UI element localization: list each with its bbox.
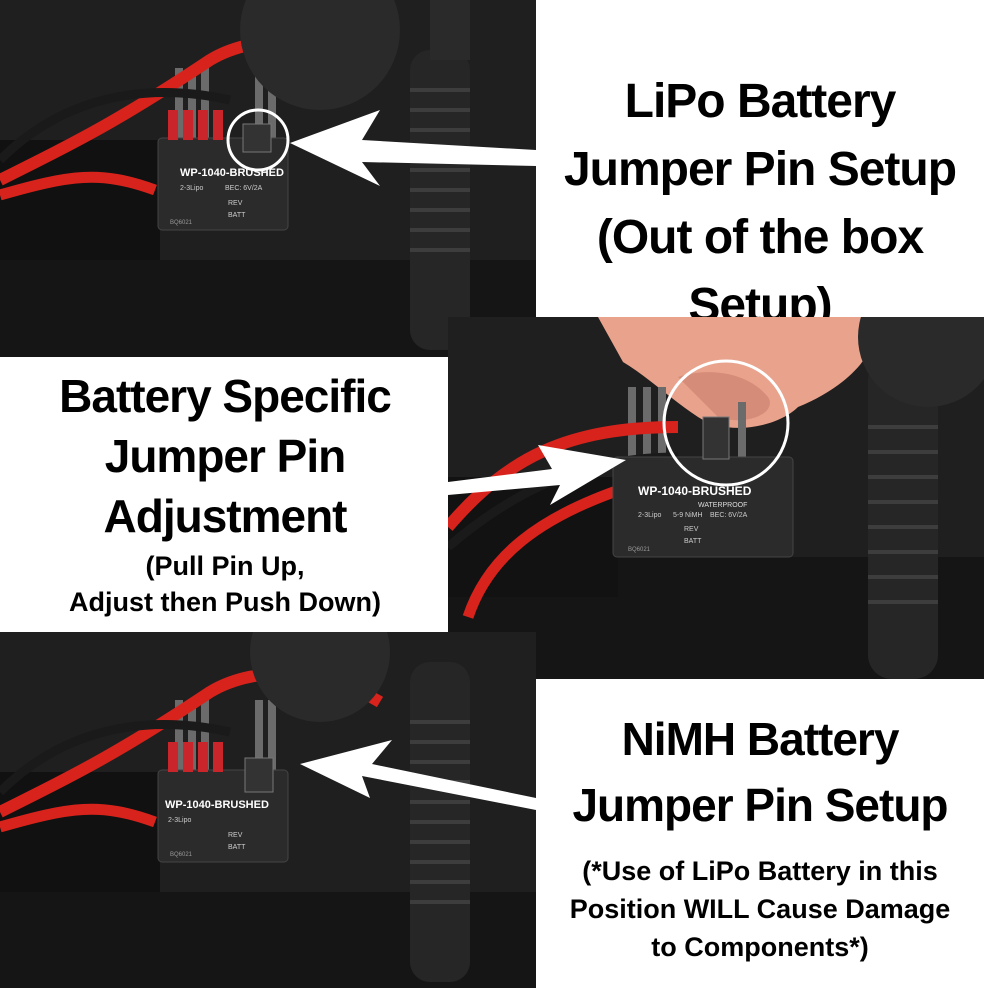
svg-text:REV: REV	[228, 832, 243, 839]
top-photo: WP-1040-BRUSHED 2-3Lipo BEC: 6V/2A REV B…	[0, 0, 536, 357]
svg-text:BQ6021: BQ6021	[628, 547, 651, 553]
lipo-warning-line-3: to Components*)	[651, 932, 869, 962]
arrow-icon	[300, 740, 536, 810]
adjustment-heading-line-3: Adjustment	[103, 490, 348, 542]
lipo-warning-line-2: Position WILL Cause Damage	[569, 894, 951, 924]
svg-text:BATT: BATT	[684, 538, 702, 545]
jumper-highlight-circle	[226, 108, 290, 172]
svg-text:REV: REV	[228, 200, 243, 207]
svg-text:5-9 NiMH: 5-9 NiMH	[673, 512, 703, 519]
lipo-setup-heading: LiPo Battery Jumper Pin Setup (Out of th…	[540, 68, 980, 340]
svg-text:BQ6021: BQ6021	[170, 852, 193, 858]
nimh-heading-line-1: NiMH Battery	[621, 713, 900, 765]
svg-text:BEC: 6V/2A: BEC: 6V/2A	[225, 185, 263, 192]
adjustment-heading: Battery Specific Jumper Pin Adjustment	[40, 366, 410, 546]
nimh-setup-heading: NiMH Battery Jumper Pin Setup	[540, 706, 980, 838]
nimh-heading-line-2: Jumper Pin Setup	[572, 779, 948, 831]
adjustment-instructions: (Pull Pin Up, Adjust then Push Down)	[40, 548, 410, 620]
lipo-heading-line-1: LiPo Battery	[624, 75, 897, 128]
lipo-warning-line-1: (*Use of LiPo Battery in this	[582, 856, 938, 886]
lipo-warning: (*Use of LiPo Battery in this Position W…	[540, 852, 980, 966]
svg-text:BEC: 6V/2A: BEC: 6V/2A	[710, 512, 748, 519]
arrow-icon	[290, 110, 536, 186]
svg-text:BQ6021: BQ6021	[170, 220, 193, 226]
lipo-heading-line-2: Jumper Pin Setup	[563, 143, 957, 196]
middle-photo: WP-1040-BRUSHED WATERPROOF 2-3Lipo 5-9 N…	[448, 317, 984, 679]
svg-text:WP-1040-BRUSHED: WP-1040-BRUSHED	[165, 799, 269, 811]
svg-text:REV: REV	[684, 526, 699, 533]
svg-text:WATERPROOF: WATERPROOF	[698, 502, 747, 509]
svg-text:2-3Lipo: 2-3Lipo	[168, 817, 191, 824]
svg-text:2-3Lipo: 2-3Lipo	[638, 512, 661, 519]
svg-text:WP-1040-BRUSHED: WP-1040-BRUSHED	[638, 484, 752, 498]
svg-text:BATT: BATT	[228, 844, 246, 851]
adjustment-heading-line-2: Jumper Pin	[104, 430, 347, 482]
svg-text:2-3Lipo: 2-3Lipo	[180, 185, 203, 192]
adjustment-instructions-line-1: (Pull Pin Up,	[145, 551, 305, 581]
adjustment-instructions-line-2: Adjust then Push Down)	[69, 587, 381, 617]
bottom-photo: WP-1040-BRUSHED 2-3Lipo REV BATT BQ6021	[0, 632, 536, 988]
arrow-icon	[448, 445, 626, 505]
adjustment-heading-line-1: Battery Specific	[59, 370, 392, 422]
svg-text:BATT: BATT	[228, 212, 246, 219]
jumper-highlight-circle	[662, 359, 790, 487]
